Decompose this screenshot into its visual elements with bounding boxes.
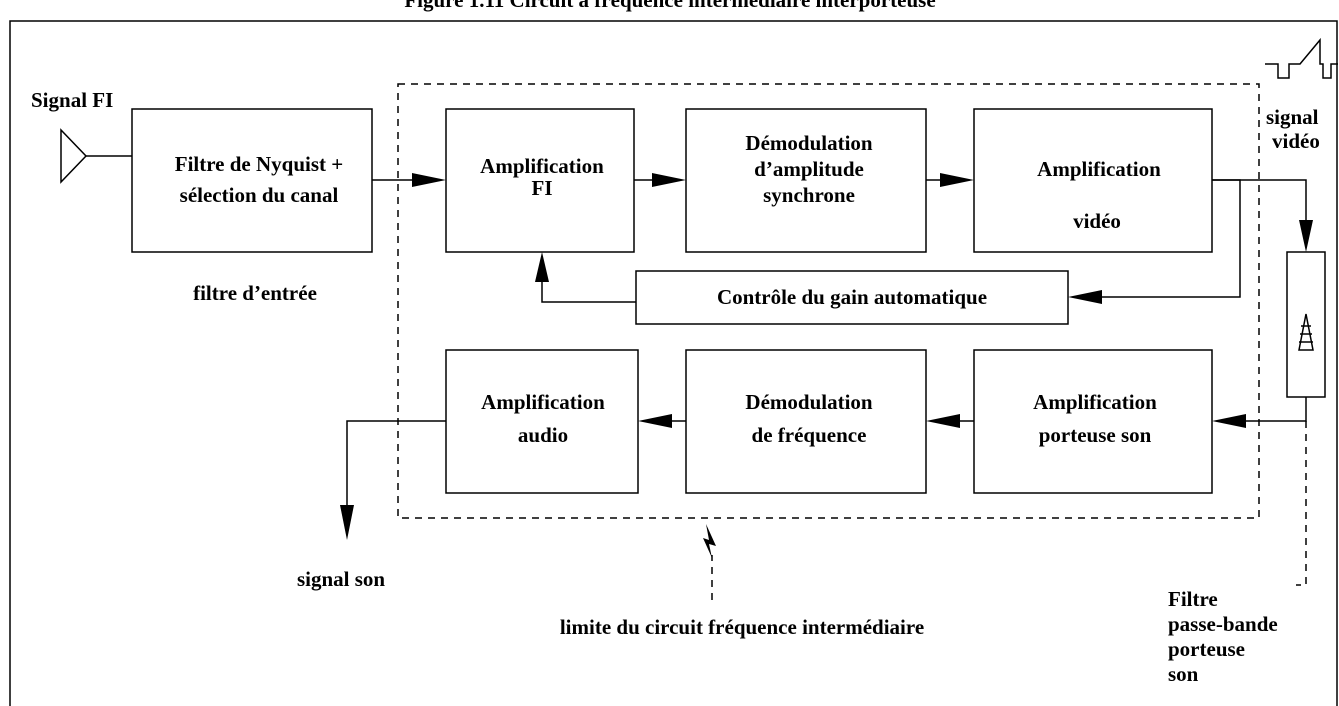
- block-demod-fm-line2: de fréquence: [752, 423, 867, 447]
- antenna-icon: [60, 128, 88, 184]
- block-demod-am-line1: Démodulation: [745, 131, 873, 155]
- wire-video-to-filter: [1212, 179, 1307, 220]
- block-demod-am-line2: d’amplitude: [754, 157, 864, 181]
- arrowhead: [652, 173, 686, 187]
- block-demod-am-line3: synchrone: [763, 183, 855, 207]
- arrowhead: [1068, 290, 1102, 304]
- block-ampli-video-line2: vidéo: [1073, 209, 1121, 233]
- arrowhead: [535, 252, 549, 282]
- arrowhead: [340, 505, 354, 540]
- block-ampli-fi: [445, 108, 635, 253]
- wire-filter-to-ampli-porteuse: [1246, 397, 1307, 422]
- block-ampli-video: [973, 108, 1213, 253]
- arrowhead: [1212, 414, 1246, 428]
- arrowhead: [940, 173, 974, 187]
- block-ampli-audio-line2: audio: [518, 423, 568, 447]
- wire-audio-output: [346, 420, 446, 505]
- label-filtre-pb-1: Filtre: [1168, 587, 1218, 611]
- label-signal-video-1: signal: [1266, 105, 1319, 129]
- block-cag-label: Contrôle du gain automatique: [717, 285, 987, 309]
- arrowhead: [926, 414, 960, 428]
- block-ampli-audio: [445, 349, 639, 494]
- block-ampli-audio-line1: Amplification: [481, 390, 605, 414]
- arrowhead: [412, 173, 446, 187]
- block-nyquist-filter: [131, 108, 373, 253]
- block-demod-fm: [685, 349, 927, 494]
- block-cag: [635, 270, 1069, 325]
- label-filtre-entree: filtre d’entrée: [193, 281, 317, 305]
- wire-agc-sense: [1102, 179, 1241, 298]
- block-ampli-fi-line2: FI: [532, 176, 553, 200]
- block-nyquist-line2: sélection du canal: [180, 183, 339, 207]
- label-signal-son: signal son: [297, 567, 385, 591]
- video-waveform-icon: [1265, 37, 1338, 79]
- label-filtre-pb-3: porteuse: [1168, 637, 1245, 661]
- label-limite: limite du circuit fréquence intermédiair…: [560, 615, 924, 639]
- block-demod-fm-line1: Démodulation: [745, 390, 873, 414]
- leader-filter-label: [1296, 421, 1307, 586]
- block-nyquist-line1: Filtre de Nyquist +: [175, 152, 344, 176]
- block-ampli-porteuse-line2: porteuse son: [1039, 423, 1152, 447]
- filter-symbol-icon: [1298, 313, 1314, 351]
- block-ampli-porteuse: [973, 349, 1213, 494]
- label-signal-video-2: vidéo: [1272, 129, 1320, 153]
- block-ampli-video-line1: Amplification: [1037, 157, 1161, 181]
- label-filtre-pb-2: passe-bande: [1168, 612, 1278, 636]
- arrowhead: [1299, 220, 1313, 252]
- limit-pointer-icon: [703, 524, 716, 558]
- label-signal-fi: Signal FI: [31, 88, 113, 112]
- block-ampli-fi-line1: Amplification: [480, 154, 604, 178]
- wire-agc-to-ampli-fi: [541, 282, 636, 303]
- figure-title: Figure 1.11 Circuit à fréquence interméd…: [404, 0, 935, 12]
- if-circuit-boundary: [397, 83, 1260, 519]
- bandpass-filter-component: [1286, 251, 1326, 398]
- outer-frame: [9, 20, 1338, 706]
- block-ampli-porteuse-line1: Amplification: [1033, 390, 1157, 414]
- label-filtre-pb-4: son: [1168, 662, 1199, 686]
- arrowhead: [638, 414, 672, 428]
